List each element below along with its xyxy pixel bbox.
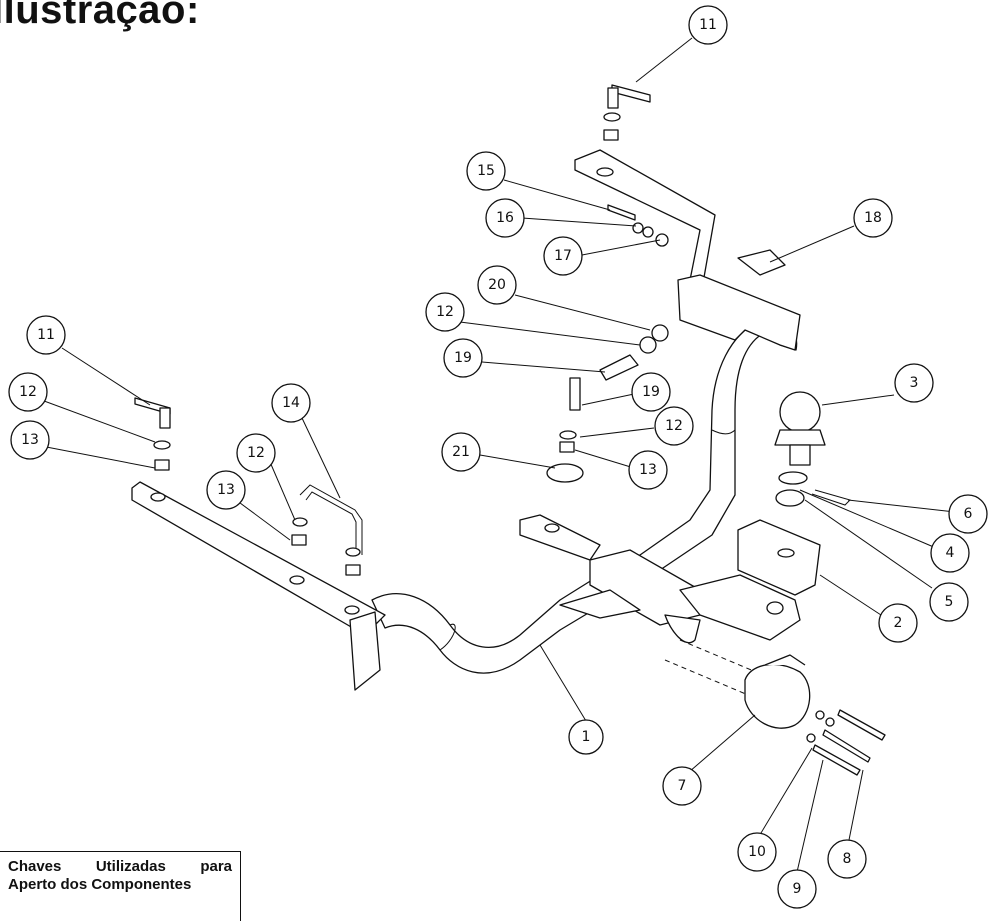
left-bracket — [131, 481, 386, 691]
callout-10: 10 — [737, 832, 777, 872]
callout-12-ubolt: 12 — [236, 433, 276, 473]
svg-text:18: 18 — [864, 210, 882, 226]
svg-text:12: 12 — [19, 384, 37, 400]
svg-text:11: 11 — [37, 327, 55, 343]
callout-5: 5 — [929, 582, 969, 622]
svg-text:19: 19 — [642, 384, 660, 400]
callout-17: 17 — [543, 236, 583, 276]
callout-18: 18 — [853, 198, 893, 238]
svg-text:15: 15 — [477, 163, 495, 179]
svg-text:12: 12 — [436, 304, 454, 320]
callout-12-center: 12 — [654, 406, 694, 446]
svg-text:13: 13 — [639, 462, 657, 478]
leader-lines — [35, 37, 956, 873]
callout-4: 4 — [930, 533, 970, 573]
callout-12-left: 12 — [8, 372, 48, 412]
svg-text:6: 6 — [964, 506, 973, 522]
callout-numbers: 11 11 12 12 12 12 13 13 13 14 15 16 17 1… — [8, 5, 988, 909]
keys-box-line-2: Aperto dos Componentes — [8, 876, 192, 893]
svg-text:10: 10 — [748, 844, 766, 860]
svg-text:5: 5 — [945, 594, 954, 610]
callout-11-left: 11 — [26, 315, 66, 355]
svg-text:12: 12 — [247, 445, 265, 461]
svg-text:11: 11 — [699, 17, 717, 33]
svg-text:12: 12 — [665, 418, 683, 434]
callout-11-top: 11 — [688, 5, 728, 45]
callout-6: 6 — [948, 494, 988, 534]
callout-16: 16 — [485, 198, 525, 238]
upper-bracket — [574, 149, 801, 351]
svg-text:3: 3 — [910, 375, 919, 391]
callout-7: 7 — [662, 766, 702, 806]
keys-box-word-1: Chaves — [8, 858, 62, 875]
callout-19-center: 19 — [631, 372, 671, 412]
callout-13-center: 13 — [628, 450, 668, 490]
callout-9: 9 — [777, 869, 817, 909]
callout-20: 20 — [477, 265, 517, 305]
receiver-bracket — [559, 549, 801, 701]
svg-text:13: 13 — [217, 482, 235, 498]
svg-text:1: 1 — [582, 729, 591, 745]
callout-21: 21 — [441, 432, 481, 472]
keys-box-word-3: para — [200, 858, 232, 875]
svg-text:9: 9 — [793, 881, 802, 897]
svg-text:8: 8 — [843, 851, 852, 867]
svg-text:2: 2 — [894, 615, 903, 631]
svg-text:13: 13 — [21, 432, 39, 448]
svg-text:4: 4 — [946, 545, 955, 561]
page-title: Ilustração: — [0, 0, 200, 32]
callout-12-upper: 12 — [425, 292, 465, 332]
keys-box-word-2: Utilizadas — [95, 858, 166, 875]
callout-15: 15 — [466, 151, 506, 191]
svg-text:16: 16 — [496, 210, 514, 226]
callout-13-ubolt: 13 — [206, 470, 246, 510]
svg-text:20: 20 — [488, 277, 506, 293]
callout-14: 14 — [271, 383, 311, 423]
callout-13-left: 13 — [10, 420, 50, 460]
hardware — [134, 84, 886, 776]
callout-19-upper: 19 — [443, 338, 483, 378]
svg-text:14: 14 — [282, 395, 300, 411]
svg-text:7: 7 — [678, 778, 687, 794]
callout-3: 3 — [894, 363, 934, 403]
callout-8: 8 — [827, 839, 867, 879]
svg-text:21: 21 — [452, 444, 470, 460]
lower-front-bracket — [519, 514, 601, 561]
svg-text:17: 17 — [554, 248, 572, 264]
callout-2: 2 — [878, 603, 918, 643]
keys-used-box: Chaves Utilizadas para Aperto dos Compon… — [0, 851, 241, 921]
callout-1: 1 — [568, 719, 604, 755]
keys-box-line-1: Chaves Utilizadas para — [8, 858, 232, 876]
svg-text:19: 19 — [454, 350, 472, 366]
